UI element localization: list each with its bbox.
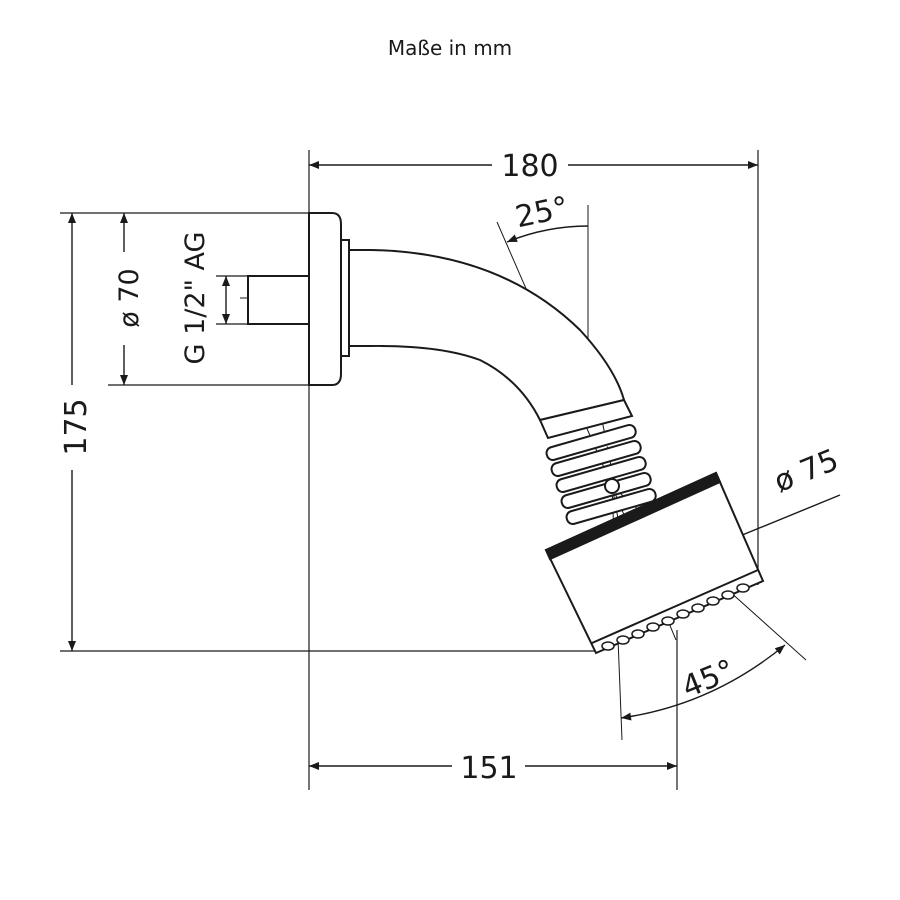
thread-stub bbox=[247, 275, 310, 325]
wall-flange bbox=[308, 212, 342, 386]
units-caption: Maße in mm bbox=[388, 36, 512, 60]
base-diameter-label: ø 70 bbox=[114, 268, 145, 327]
shower-head bbox=[544, 471, 765, 655]
shower-arm bbox=[247, 212, 634, 440]
arm-tilt-label: 25° bbox=[512, 190, 571, 235]
arm-tube bbox=[348, 249, 626, 422]
extension-lines bbox=[60, 150, 759, 790]
overall-width-label: 180 bbox=[501, 149, 558, 184]
pivot-point bbox=[604, 478, 620, 494]
thread-size-label: G 1/2" AG bbox=[180, 232, 211, 365]
projection-label: 151 bbox=[460, 751, 517, 786]
flange-ring bbox=[340, 239, 350, 357]
head-diameter-label: ø 75 bbox=[769, 443, 843, 500]
head-swivel-label: 45° bbox=[677, 653, 739, 705]
nozzle-row bbox=[601, 583, 750, 651]
arm-collar bbox=[538, 398, 634, 440]
ribbed-joint bbox=[545, 423, 657, 525]
overall-height-label: 175 bbox=[59, 398, 94, 455]
head-top-band bbox=[544, 471, 722, 561]
dimension-lines bbox=[68, 161, 841, 770]
